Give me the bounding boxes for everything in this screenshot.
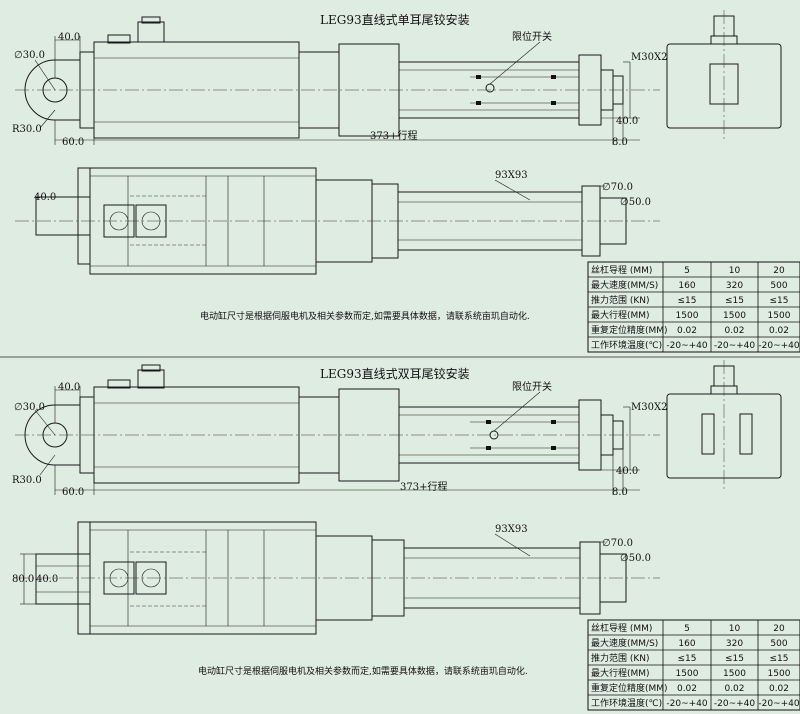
top-view: ∅30.0 40.0 R30.0 60.0 373+行程 8.0 M30X2 4… (12, 16, 667, 148)
table-cell: 重复定位精度(MM) (591, 324, 668, 336)
dim-rod-diameter: ∅50.0 (620, 197, 651, 208)
dim-flange-offset: 60.0 (62, 487, 84, 498)
spec-table: 丝杠导程 (MM) 5 10 20 最大速度(MM/S) 160 320 500 推力范围 (K… (587, 619, 800, 711)
end-view (666, 360, 782, 490)
table-cell: 0.02 (724, 684, 744, 694)
table-cell: 推力范围 (KN) (591, 294, 650, 306)
table-cell: 重复定位精度(MM) (591, 682, 668, 694)
table-header-cell: 5 (684, 624, 690, 634)
table-cell: 最大行程(MM) (591, 309, 650, 321)
dim-pin-diameter: ∅30.0 (14, 402, 45, 413)
table-header-cell: 10 (729, 624, 741, 634)
dim-body-size: 93X93 (495, 524, 528, 535)
table-cell: 工作环境温度(℃) (591, 697, 662, 709)
dim-flange-diameter: ∅70.0 (602, 538, 633, 549)
table-cell: 推力范围 (KN) (591, 652, 650, 664)
dim-clevis-width: 40.0 (58, 32, 80, 43)
limit-switch-label: 限位开关 (512, 380, 552, 393)
table-cell: -20~+40 (714, 341, 756, 351)
top-view: ∅30.0 40.0 R30.0 60.0 373+行程 8.0 M30X2 4… (12, 364, 667, 498)
table-cell: 1500 (676, 669, 699, 679)
table-header-cell: 10 (729, 266, 741, 276)
table-cell: ≤15 (770, 296, 789, 306)
limit-switch-mark (485, 83, 495, 93)
section-note: 电动缸尺寸是根据伺服电机及相关参数而定,如需要具体数据，请联系统亩玑自动化. (200, 310, 530, 322)
section-title: LEG93直线式双耳尾铰安装 (320, 366, 470, 381)
end-slot-right (739, 413, 753, 455)
table-header-cell: 丝杠导程 (MM) (591, 622, 652, 634)
dim-rod-diameter: ∅50.0 (620, 553, 651, 564)
table-cell: 1500 (723, 311, 746, 321)
dim-rod-end-width: 8.0 (612, 137, 628, 148)
side-view: 80.0 40.0 93X93 ∅70.0 ∅50.0 (12, 521, 660, 635)
dim-clevis-radius: R30.0 (12, 475, 42, 486)
table-cell: 最大速度(MM/S) (591, 637, 658, 649)
table-cell: -20~+40 (666, 341, 708, 351)
table-cell: 1500 (723, 669, 746, 679)
section-single-ear: LEG93直线式单耳尾铰安装 (12, 10, 800, 353)
table-header-cell: 20 (773, 624, 785, 634)
table-cell: -20~+40 (666, 699, 708, 709)
table-cell: 0.02 (677, 684, 697, 694)
dim-clevis-radius: R30.0 (12, 124, 42, 135)
dim-thread: M30X2 (631, 402, 667, 413)
limit-switch-label: 限位开关 (512, 30, 552, 43)
table-cell: -20~+40 (714, 699, 756, 709)
table-header-cell: 5 (684, 266, 690, 276)
dim-stroke-length: 373+行程 (400, 480, 447, 493)
end-view (666, 10, 782, 140)
table-cell: 1500 (768, 669, 791, 679)
table-cell: ≤15 (725, 296, 744, 306)
connector (137, 21, 165, 43)
table-cell: ≤15 (678, 296, 697, 306)
table-cell: -20~+40 (758, 341, 800, 351)
table-cell: 500 (770, 639, 787, 649)
dim-pin-diameter: ∅30.0 (14, 50, 45, 61)
dim-clevis-width: 40.0 (58, 382, 80, 393)
table-header-cell: 20 (773, 266, 785, 276)
table-cell: 320 (726, 281, 743, 291)
table-cell: 160 (678, 639, 695, 649)
table-cell: 0.02 (769, 326, 789, 336)
dim-ear-height: 80.0 (12, 574, 34, 585)
connector (137, 369, 165, 389)
dim-ear-width: 40.0 (36, 574, 58, 585)
table-cell: 0.02 (724, 326, 744, 336)
dim-stroke-length: 373+行程 (370, 129, 417, 142)
table-cell: 320 (726, 639, 743, 649)
dim-rod-end-width: 8.0 (612, 487, 628, 498)
dim-rod-length: 40.0 (616, 116, 638, 127)
table-cell: 500 (770, 281, 787, 291)
dim-body-size: 93X93 (495, 170, 528, 181)
section-note: 电动缸尺寸是根据伺服电机及相关参数而定,如需要具体数据，请联系统亩玑自动化. (198, 665, 528, 677)
dim-thread: M30X2 (631, 52, 667, 63)
dim-ear-width: 40.0 (34, 192, 56, 203)
table-cell: 1500 (768, 311, 791, 321)
table-cell: 160 (678, 281, 695, 291)
section-double-ear: LEG93直线式双耳尾铰安装 (12, 360, 800, 711)
spec-table: 丝杠导程 (MM) 5 10 20 最大速度(MM/S) 160 320 500 推力范围 (K… (587, 261, 800, 353)
table-cell: 最大速度(MM/S) (591, 279, 658, 291)
table-cell: 最大行程(MM) (591, 667, 650, 679)
table-cell: ≤15 (770, 654, 789, 664)
table-cell: ≤15 (725, 654, 744, 664)
table-cell: ≤15 (678, 654, 697, 664)
dim-flange-diameter: ∅70.0 (602, 182, 633, 193)
side-view: 40.0 93X93 ∅70.0 ∅50.0 (15, 167, 660, 275)
table-cell: 0.02 (769, 684, 789, 694)
table-cell: 工作环境温度(℃) (591, 339, 662, 351)
table-header-cell: 丝杠导程 (MM) (591, 264, 652, 276)
table-cell: -20~+40 (758, 699, 800, 709)
dim-rod-length: 40.0 (616, 466, 638, 477)
section-title: LEG93直线式单耳尾铰安装 (320, 12, 470, 27)
dim-flange-offset: 60.0 (62, 137, 84, 148)
end-slot-left (701, 413, 715, 455)
table-cell: 0.02 (677, 326, 697, 336)
table-cell: 1500 (676, 311, 699, 321)
